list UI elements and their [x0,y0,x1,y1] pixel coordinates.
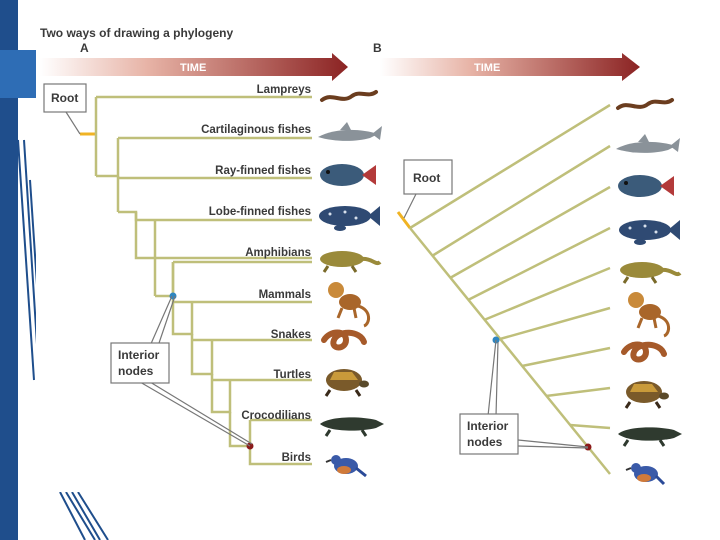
interior-callout-b-line1: Interior [467,419,509,433]
root-callout-b: Root [403,159,453,219]
interior-callout-a-pointers [139,295,253,447]
branch-a-8 [171,300,194,336]
lamprey-icon [616,98,674,110]
decor-lines-bottom [59,491,109,540]
root-segment-b [396,211,412,229]
branch-a-9 [190,334,214,376]
bird-icon [625,463,666,486]
ray-finned-fish-icon [618,175,674,197]
panel-a-time-label: TIME [180,62,206,74]
tree-b [396,103,611,475]
taxon-label-mammals: Mammals [259,289,311,301]
slide-decoration [0,0,109,540]
interior-callout-a-line2: nodes [118,364,154,378]
taxon-label-turtles: Turtles [274,369,312,381]
branch-a-birds [248,446,312,466]
taxon-label-lampreys: Lampreys [257,84,311,96]
interior-callout-b-line2: nodes [467,435,503,449]
branch-a-10 [210,374,232,414]
taxon-label-ray-finned-fishes: Ray-finned fishes [215,165,311,177]
interior-callout-b: Interior nodes [459,339,589,455]
root-callout-a-pointer [65,111,81,135]
branch-b-mammals [499,306,611,341]
crocodile-icon [618,427,682,447]
monkey-icon [328,282,370,328]
shark-icon [318,122,382,141]
branch-b-turtles [545,386,611,398]
root-callout-b-label: Root [413,171,440,185]
taxon-label-amphibians: Amphibians [245,247,311,259]
panel-a-letter: A [80,41,89,55]
amphibian-icon [320,251,382,273]
crocodile-icon [320,417,384,437]
branch-b-amphibians [483,266,611,322]
interior-callout-b-pointers [487,339,589,449]
branch-b-lampreys [409,103,611,230]
amphibian-icon [620,262,682,284]
lobe-finned-fish-icon [619,220,680,245]
panel-b-time-label: TIME [474,62,500,74]
panel-b-time-arrow [380,53,640,81]
left-accent-bar [0,0,18,540]
turtle-icon [624,381,669,409]
branch-b-snakes [521,346,611,368]
ray-finned-fish-icon [320,164,376,186]
animal-icons-b [616,98,682,486]
branch-a-4 [134,212,157,260]
branch-a-11 [228,412,252,448]
branch-b-crocodilians [569,423,611,430]
figure-title: Two ways of drawing a phylogeny [40,26,233,40]
root-callout-b-box [403,159,453,195]
root-callout-a-label: Root [51,91,78,105]
lobe-finned-fish-icon [319,206,380,231]
root-callout-a-box [43,83,87,113]
bird-icon [325,455,367,478]
panel-a-time-arrow [40,53,348,81]
left-accent-block [0,50,40,98]
root-callout-a: Root [43,83,87,135]
trunk-b [409,227,611,475]
root-callout-b-pointer [403,193,417,219]
interior-callout-a-box [110,342,170,384]
shark-icon [616,134,680,153]
snake-icon [321,329,367,351]
taxon-label-crocodilians: Crocodilians [241,410,311,422]
panel-b-letter: B [373,41,382,55]
taxon-label-cartilaginous-fishes: Cartilaginous fishes [201,124,311,136]
interior-callout-b-box [459,413,519,455]
taxon-label-lobe-finned-fishes: Lobe-finned fishes [209,206,311,218]
tree-a [80,95,312,466]
interior-callout-a-line1: Interior [118,348,160,362]
taxon-label-birds: Birds [282,452,311,464]
branch-b-rayfinned [449,185,611,280]
animal-icons-a [318,90,384,478]
snake-icon [621,341,667,363]
taxon-label-snakes: Snakes [271,329,311,341]
branch-b-cartilaginous [431,144,611,258]
turtle-icon [324,369,369,397]
lamprey-icon [320,90,378,102]
interior-callout-a: Interior nodes [110,295,253,447]
monkey-icon [628,292,670,338]
branch-b-lobefinned [467,226,611,302]
taxon-labels: Lampreys Cartilaginous fishes Ray-finned… [201,84,311,464]
